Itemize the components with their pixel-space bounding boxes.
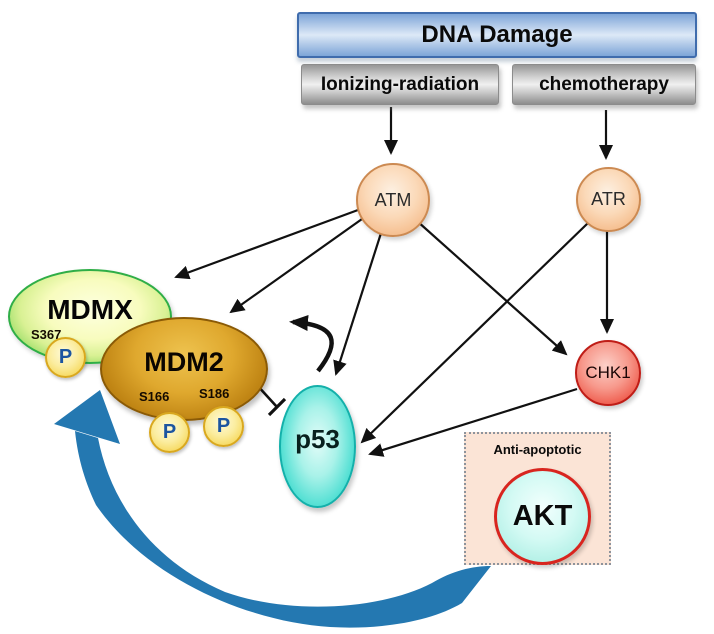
- phospho-p-label: P: [58, 346, 73, 368]
- chemotherapy-box: chemotherapy: [512, 64, 696, 105]
- phospho-p-label: P: [216, 415, 231, 437]
- ionizing-radiation-label: Ionizing-radiation: [320, 73, 480, 95]
- phospho-p-label: P: [162, 421, 177, 443]
- akt-label: AKT: [512, 500, 573, 532]
- edge-atm-to-mdm2: [229, 218, 363, 314]
- dna-damage-title: DNA Damage: [421, 21, 573, 48]
- atr-node: ATR: [576, 167, 641, 232]
- akt-node: AKT: [494, 468, 591, 565]
- p53-label: p53: [295, 424, 340, 454]
- phospho-circle-s186: P: [203, 406, 244, 447]
- mdmx-label: MDMX: [47, 293, 133, 325]
- atm-label: ATM: [374, 189, 412, 210]
- mdmx-site-s367: S367: [31, 327, 62, 342]
- phospho-circle-s367: P: [45, 337, 86, 378]
- edge-atm-to-chk1: [416, 220, 568, 356]
- p53-node: p53: [279, 385, 356, 508]
- ionizing-radiation-box: Ionizing-radiation: [301, 64, 499, 105]
- edge-atm-to-mdmx: [174, 208, 359, 280]
- chk1-label: CHK1: [585, 363, 631, 382]
- edge-akt-to-mdm2-swoosh-head: [54, 390, 120, 444]
- anti-apoptotic-label: Anti-apoptotic: [493, 442, 582, 457]
- mdm2-site-s186: S186: [199, 386, 230, 401]
- edge-atm-to-p53: [333, 229, 384, 376]
- dna-damage-title-box: DNA Damage: [297, 12, 697, 58]
- edge-akt-to-mdm2-swoosh: [75, 431, 491, 628]
- chemotherapy-label: chemotherapy: [539, 73, 669, 95]
- edge-atr-to-p53: [360, 222, 589, 444]
- atr-label: ATR: [591, 189, 626, 209]
- edge-chk1-to-p53: [368, 387, 578, 457]
- phospho-circle-s166: P: [149, 412, 190, 453]
- mdm2-site-s166: S166: [139, 389, 170, 404]
- edge-mdm2-inhibits-p53-bar: [267, 397, 287, 417]
- mdm2-node: MDM2: [100, 317, 268, 421]
- chk1-node: CHK1: [575, 340, 641, 406]
- mdm2-label: MDM2: [144, 346, 224, 377]
- atm-node: ATM: [356, 163, 430, 237]
- edge-p53-to-mdm2-feedback: [289, 315, 334, 373]
